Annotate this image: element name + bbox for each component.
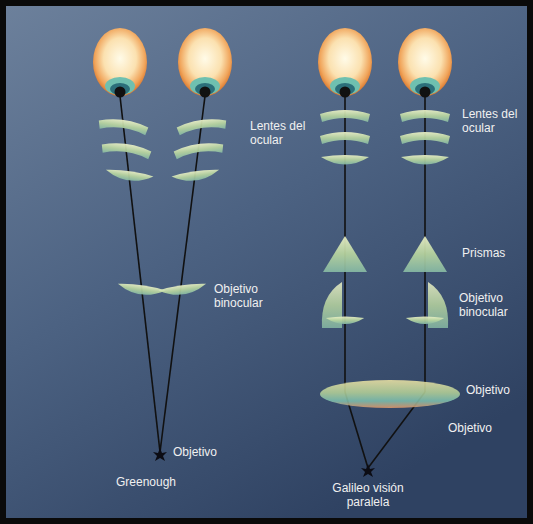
part-label: Lentes del ocular bbox=[250, 120, 314, 148]
part-label: Objetivo bbox=[173, 446, 233, 460]
part-label: Lentes del ocular bbox=[462, 108, 526, 136]
part-label: Objetivo bbox=[466, 384, 526, 398]
design-label: Greenough bbox=[116, 476, 206, 490]
part-label: Objetivo binocular bbox=[214, 283, 284, 311]
part-label: Prismas bbox=[462, 247, 526, 261]
design-label: Galileo visión paralela bbox=[318, 482, 418, 510]
part-label: Objetivo binocular bbox=[459, 292, 527, 320]
part-label: Objetivo bbox=[448, 422, 508, 436]
